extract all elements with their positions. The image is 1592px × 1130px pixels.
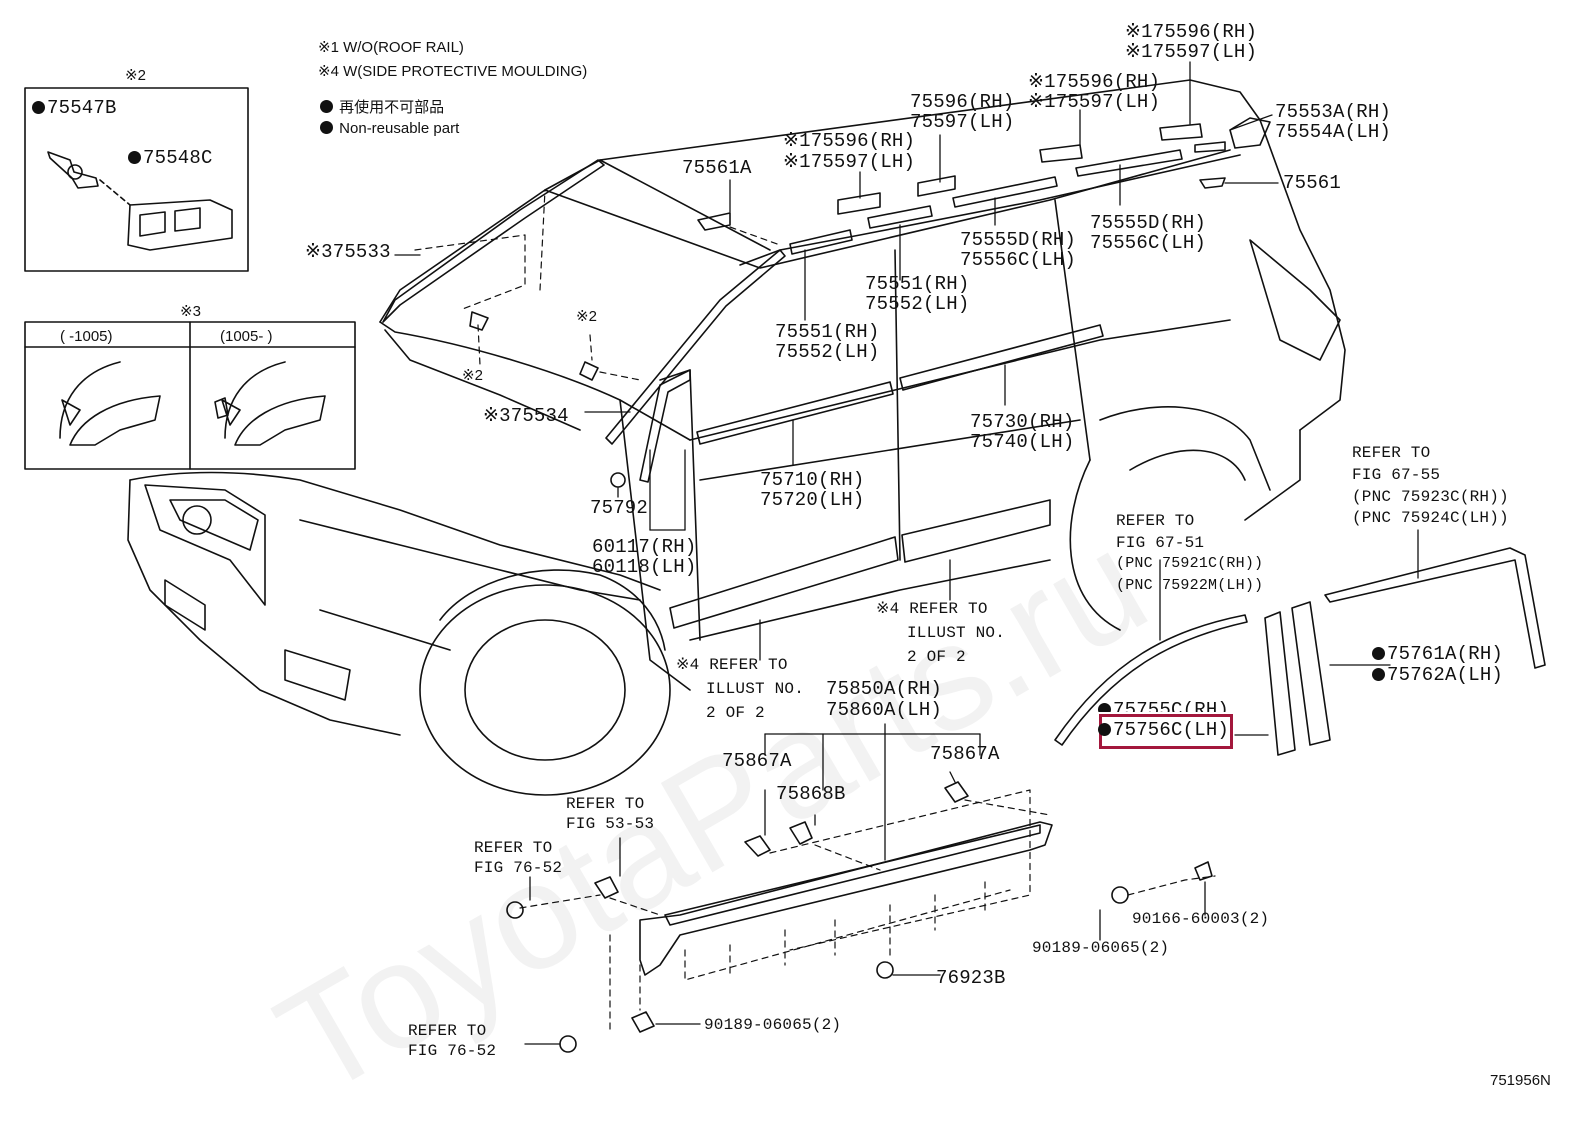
- part-75730[interactable]: 75730(RH): [970, 411, 1075, 433]
- part-75551-b[interactable]: 75551(RH): [775, 321, 880, 343]
- refer-fig-76-52-a-2[interactable]: FIG 76-52: [474, 859, 563, 877]
- rocker-panel: [639, 821, 1053, 976]
- non-reusable-dot-icon: [128, 151, 141, 164]
- part-75597-d[interactable]: ※175597(LH): [1125, 41, 1258, 63]
- parts-diagram: [24, 61, 1546, 1053]
- non-reusable-dot-icon: [320, 100, 333, 113]
- leader-lines: [394, 61, 1419, 1045]
- part-75597-b[interactable]: 75597(LH): [910, 111, 1015, 133]
- part-75547b[interactable]: 75547B: [32, 98, 117, 118]
- part-90189-06065-b[interactable]: 90189-06065(2): [704, 1016, 842, 1034]
- non-reusable-dot-icon: [1372, 647, 1385, 660]
- inset3-tag: ※3: [180, 303, 201, 320]
- refer-fig-67-51-4: (PNC 75922M(LH)): [1116, 577, 1264, 594]
- refer-fig-76-52-b-1[interactable]: REFER TO: [408, 1022, 487, 1040]
- refer-illust-a-3: 2 OF 2: [907, 648, 966, 666]
- refer-illust-b-3: 2 OF 2: [706, 704, 765, 722]
- part-75720[interactable]: 75720(LH): [760, 489, 865, 511]
- refer-fig-53-53-2[interactable]: FIG 53-53: [566, 815, 655, 833]
- non-reusable-en-text: Non-reusable part: [339, 120, 460, 137]
- mouldings: [382, 117, 1271, 629]
- part-75556c-b[interactable]: 75556C(LH): [960, 249, 1077, 271]
- fasteners: [469, 311, 1213, 1053]
- inset-box-clip: [24, 87, 249, 272]
- part-76923b[interactable]: 76923B: [936, 967, 1006, 989]
- non-reusable-dot-icon: [1372, 668, 1385, 681]
- note-w-side-moulding: ※4 W(SIDE PROTECTIVE MOULDING): [318, 63, 588, 80]
- refer-fig-67-55-3: (PNC 75923C(RH)): [1352, 488, 1509, 506]
- part-75756c-selected[interactable]: 75756C(LH): [1098, 720, 1229, 740]
- refer-fig-67-51-3: (PNC 75921C(RH)): [1116, 555, 1264, 572]
- part-75710[interactable]: 75710(RH): [760, 469, 865, 491]
- part-75596-b[interactable]: 75596(RH): [910, 91, 1015, 113]
- inset3-right-range: (1005- ): [220, 328, 273, 345]
- non-reusable-dot-icon: [32, 101, 45, 114]
- part-75596-a[interactable]: ※175596(RH): [783, 130, 916, 152]
- refer-fig-67-51-1[interactable]: REFER TO: [1116, 512, 1195, 530]
- refer-fig-67-55-1[interactable]: REFER TO: [1352, 444, 1431, 462]
- part-75552-b[interactable]: 75552(LH): [775, 341, 880, 363]
- part-75867a-right[interactable]: 75867A: [930, 743, 1000, 765]
- refer-illust-a-1: ※4 REFER TO: [876, 600, 988, 618]
- part-75867a-left[interactable]: 75867A: [722, 750, 792, 772]
- part-75555d-a[interactable]: 75555D(RH): [1090, 212, 1207, 234]
- part-75761a[interactable]: 75761A(RH): [1372, 644, 1503, 664]
- dashed-lines: [414, 189, 1216, 1031]
- non-reusable-jp-text: 再使用不可部品: [339, 99, 445, 116]
- part-75554a[interactable]: 75554A(LH): [1275, 121, 1392, 143]
- part-90166-60003[interactable]: 90166-60003(2): [1132, 910, 1270, 928]
- part-60117[interactable]: 60117(RH): [592, 536, 697, 558]
- part-75860a[interactable]: 75860A(LH): [826, 699, 943, 721]
- part-75561a[interactable]: 75561A: [682, 157, 752, 179]
- part-75596-c[interactable]: ※175596(RH): [1028, 71, 1161, 93]
- refer-fig-76-52-a-1[interactable]: REFER TO: [474, 839, 553, 857]
- part-75552-a[interactable]: 75552(LH): [865, 293, 970, 315]
- rear-pieces: [1054, 547, 1546, 756]
- part-75868b[interactable]: 75868B: [776, 783, 846, 805]
- note-jp-non-reusable: 再使用不可部品: [320, 96, 444, 117]
- part-75597-a[interactable]: ※175597(LH): [783, 151, 916, 173]
- part-75551-a[interactable]: 75551(RH): [865, 273, 970, 295]
- refer-illust-b-2: ILLUST NO.: [706, 680, 805, 698]
- clip-75548c-drawing: [99, 179, 233, 251]
- note-en-non-reusable: Non-reusable part: [320, 120, 459, 137]
- part-75555d-b[interactable]: 75555D(RH): [960, 229, 1077, 251]
- vehicle-body: [127, 79, 1346, 796]
- refer-fig-67-55-2[interactable]: FIG 67-55: [1352, 466, 1441, 484]
- refer-fig-67-51-2[interactable]: FIG 67-51: [1116, 534, 1205, 552]
- non-reusable-dot-icon: [1098, 703, 1111, 712]
- part-90189-06065-a[interactable]: 90189-06065(2): [1032, 939, 1170, 957]
- clip-note-2b: ※2: [462, 367, 483, 384]
- part-75762a[interactable]: 75762A(LH): [1372, 665, 1503, 685]
- part-75755c[interactable]: 75755C(RH): [1098, 700, 1229, 712]
- refer-fig-67-55-4: (PNC 75924C(LH)): [1352, 509, 1509, 527]
- refer-fig-76-52-b-2[interactable]: FIG 76-52: [408, 1042, 497, 1060]
- refer-fig-53-53-1[interactable]: REFER TO: [566, 795, 645, 813]
- part-75561[interactable]: 75561: [1283, 172, 1342, 194]
- refer-illust-b-1: ※4 REFER TO: [676, 656, 788, 674]
- part-75533[interactable]: ※375533: [305, 241, 391, 263]
- part-75597-c[interactable]: ※175597(LH): [1028, 91, 1161, 113]
- figure-number: 751956N: [1490, 1072, 1551, 1089]
- inset2-tag: ※2: [125, 67, 146, 84]
- non-reusable-dot-icon: [1098, 723, 1111, 736]
- part-75596-d[interactable]: ※175596(RH): [1125, 21, 1258, 43]
- part-75553a[interactable]: 75553A(RH): [1275, 101, 1392, 123]
- non-reusable-dot-icon: [320, 121, 333, 134]
- part-60118[interactable]: 60118(LH): [592, 556, 697, 578]
- note-wo-roof-rail: ※1 W/O(ROOF RAIL): [318, 39, 464, 56]
- part-75556c-a[interactable]: 75556C(LH): [1090, 232, 1207, 254]
- inset3-left-range: ( -1005): [60, 328, 113, 345]
- clip-75547b-drawing: [47, 151, 99, 189]
- part-75534[interactable]: ※375534: [483, 405, 569, 427]
- refer-illust-a-2: ILLUST NO.: [907, 624, 1006, 642]
- part-75740[interactable]: 75740(LH): [970, 431, 1075, 453]
- part-75792[interactable]: 75792: [590, 497, 649, 519]
- part-75850a[interactable]: 75850A(RH): [826, 678, 943, 700]
- part-75548c[interactable]: 75548C: [128, 148, 213, 168]
- clip-note-2a: ※2: [576, 308, 597, 325]
